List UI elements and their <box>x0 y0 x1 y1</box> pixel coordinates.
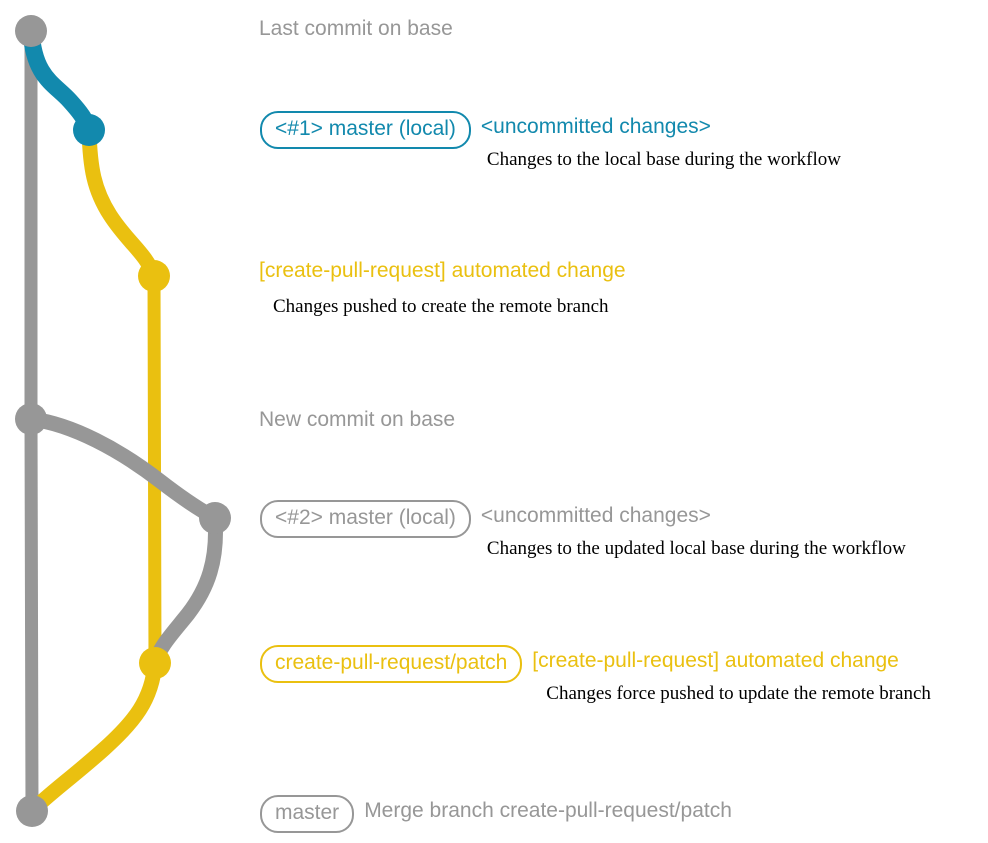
commit-node-local-1[interactable] <box>73 114 105 146</box>
commit-subject-automated-change-1: [create-pull-request] automated change <box>259 259 626 282</box>
commit-node-base-2[interactable] <box>15 403 47 435</box>
entry-master-local-1: <#1> master (local) <uncommitted changes… <box>260 111 841 171</box>
branch-pill-master[interactable]: master <box>260 795 355 833</box>
commit-node-local-2[interactable] <box>199 502 231 534</box>
branch-pill-master-local-1[interactable]: <#1> master (local) <box>260 111 471 149</box>
commit-node-remote-2[interactable] <box>139 647 171 679</box>
entry-text-stack: <uncommitted changes> Changes to the loc… <box>481 111 841 171</box>
commit-subject-new-commit-on-base: New commit on base <box>259 408 456 431</box>
commit-subject-merge-branch: Merge branch create-pull-request/patch <box>364 799 732 822</box>
commit-description-2: Changes pushed to create the remote bran… <box>273 296 609 317</box>
commit-node-remote-1[interactable] <box>138 260 170 292</box>
commit-description-3: Changes to the updated local base during… <box>486 538 906 559</box>
entry-automated-change-2: create-pull-request/patch [create-pull-r… <box>260 645 931 705</box>
commit-subject-automated-change-2: [create-pull-request] automated change <box>532 649 899 672</box>
commit-description-1: Changes to the local base during the wor… <box>486 149 841 170</box>
entry-text-stack: [create-pull-request] automated change C… <box>532 645 931 705</box>
branch-pill-create-pull-request-patch[interactable]: create-pull-request/patch <box>260 645 523 683</box>
entry-merge-branch: master Merge branch create-pull-request/… <box>260 795 732 833</box>
branch-pill-master-local-2[interactable]: <#2> master (local) <box>260 500 471 538</box>
edge-remote-to-base-merge <box>24 655 163 819</box>
edge-update-to-remote <box>147 510 223 671</box>
entry-automated-change-1: [create-pull-request] automated change C… <box>259 259 626 318</box>
edge-base-to-update <box>23 411 223 526</box>
commit-subject-uncommitted-changes-1: <uncommitted changes> <box>480 115 711 138</box>
edge-base-to-local-1 <box>22 22 98 139</box>
commit-node-base-1[interactable] <box>15 15 47 47</box>
entry-master-local-2: <#2> master (local) <uncommitted changes… <box>260 500 906 560</box>
commit-node-merge[interactable] <box>16 795 48 827</box>
commit-subject-uncommitted-changes-2: <uncommitted changes> <box>480 504 711 527</box>
entry-text-stack: <uncommitted changes> Changes to the upd… <box>481 500 906 560</box>
edge-local-to-remote-1 <box>81 122 162 284</box>
commit-subject-last-commit-on-base: Last commit on base <box>259 17 453 40</box>
commit-description-4: Changes force pushed to update the remot… <box>546 683 931 704</box>
entry-text-stack: [create-pull-request] automated change C… <box>259 259 626 318</box>
